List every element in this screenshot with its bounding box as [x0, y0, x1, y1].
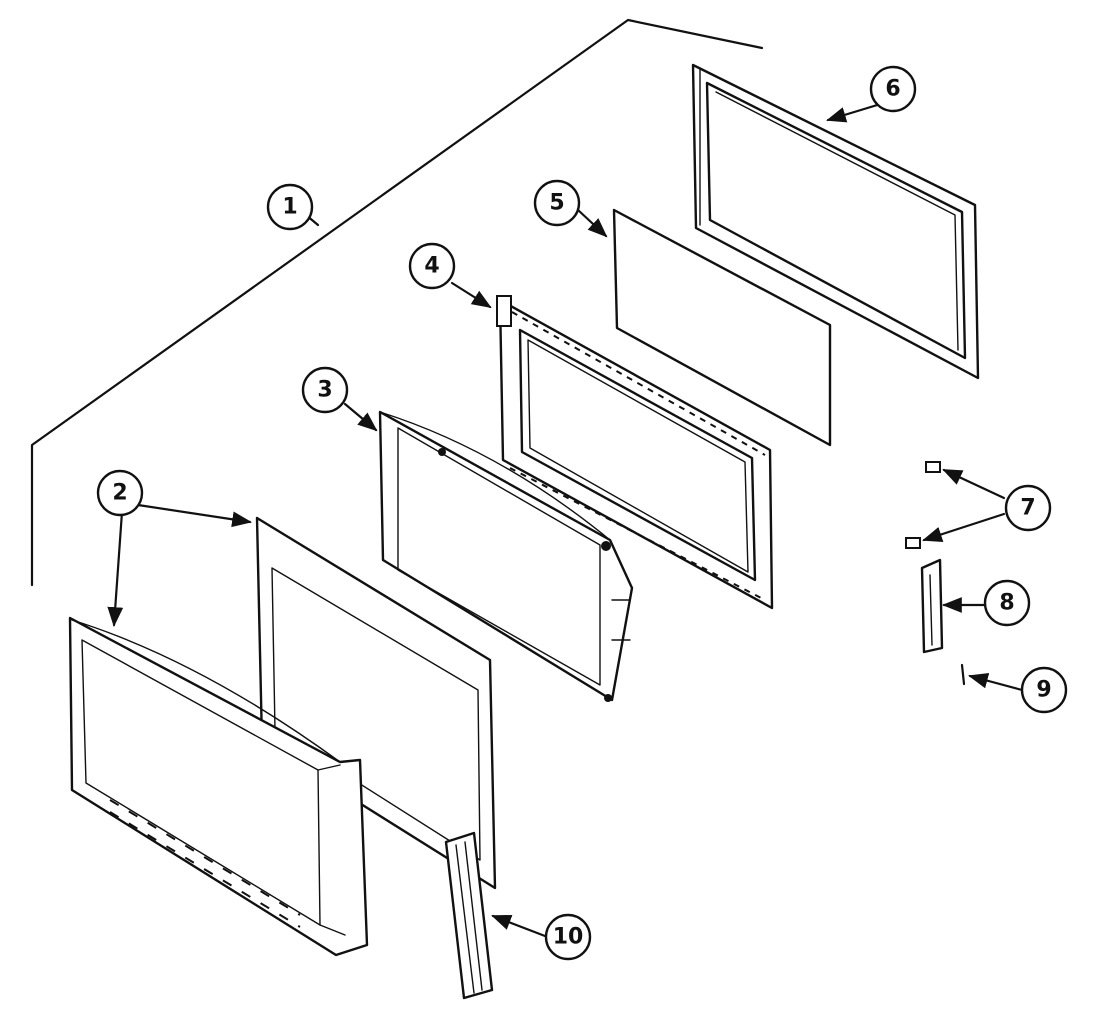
part-9-pin [960, 663, 966, 686]
callout-10-label: 10 [553, 925, 584, 950]
callout-9-label: 9 [1036, 678, 1051, 703]
callout-7-label: 7 [1020, 496, 1035, 521]
callout-3-label: 3 [317, 378, 332, 403]
part-5-window-sheet [612, 208, 832, 447]
part-4-door-frame [496, 295, 774, 610]
callout-5-label: 5 [549, 191, 564, 216]
callout-4-label: 4 [424, 254, 439, 279]
callout-7: 7 [1004, 484, 1052, 532]
part-7-screws [905, 461, 941, 549]
callout-8-label: 8 [999, 591, 1014, 616]
callout-6: 6 [869, 65, 917, 113]
part-6-inner-frame [691, 63, 980, 380]
callout-5: 5 [533, 179, 581, 227]
part-3-door-panel [378, 410, 634, 702]
callout-1-label: 1 [282, 195, 297, 220]
callout-4: 4 [408, 242, 456, 290]
callout-9: 9 [1020, 666, 1068, 714]
part-2-outer-door-frame [68, 616, 369, 957]
callout-3: 3 [301, 366, 349, 414]
part-8-latch [920, 558, 944, 654]
callout-2: 2 [96, 469, 144, 517]
part-2-screen-panel [255, 516, 497, 890]
callout-1: 1 [266, 183, 314, 231]
part-10-handle [444, 831, 494, 1000]
callout-6-label: 6 [885, 77, 900, 102]
callout-8: 8 [983, 579, 1031, 627]
callout-10: 10 [544, 913, 592, 961]
callout-2-label: 2 [112, 481, 127, 506]
